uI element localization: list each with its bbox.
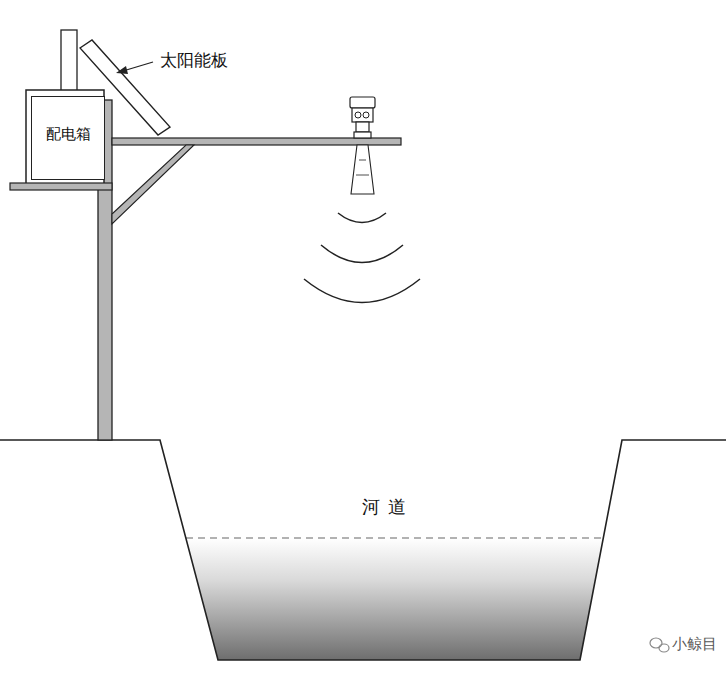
water xyxy=(186,538,603,660)
arm xyxy=(112,138,401,145)
river-label: 河道 xyxy=(362,495,414,519)
node-text: 配电箱 xyxy=(32,125,104,143)
water-level xyxy=(186,537,603,538)
watermark-icon xyxy=(650,638,669,652)
arrow-head xyxy=(116,66,128,74)
river-bank xyxy=(0,440,726,660)
post xyxy=(61,30,77,92)
watermark: 小鲸目 xyxy=(672,635,717,654)
leader-line xyxy=(123,62,153,71)
cabinet-box: 配电箱 xyxy=(31,96,105,180)
radar-sensor xyxy=(350,97,375,194)
brace xyxy=(112,145,194,224)
part-label: 太阳能板 xyxy=(160,49,228,72)
shelf xyxy=(10,183,112,190)
cabinet-housing xyxy=(26,90,104,184)
radar-waves xyxy=(304,213,420,303)
